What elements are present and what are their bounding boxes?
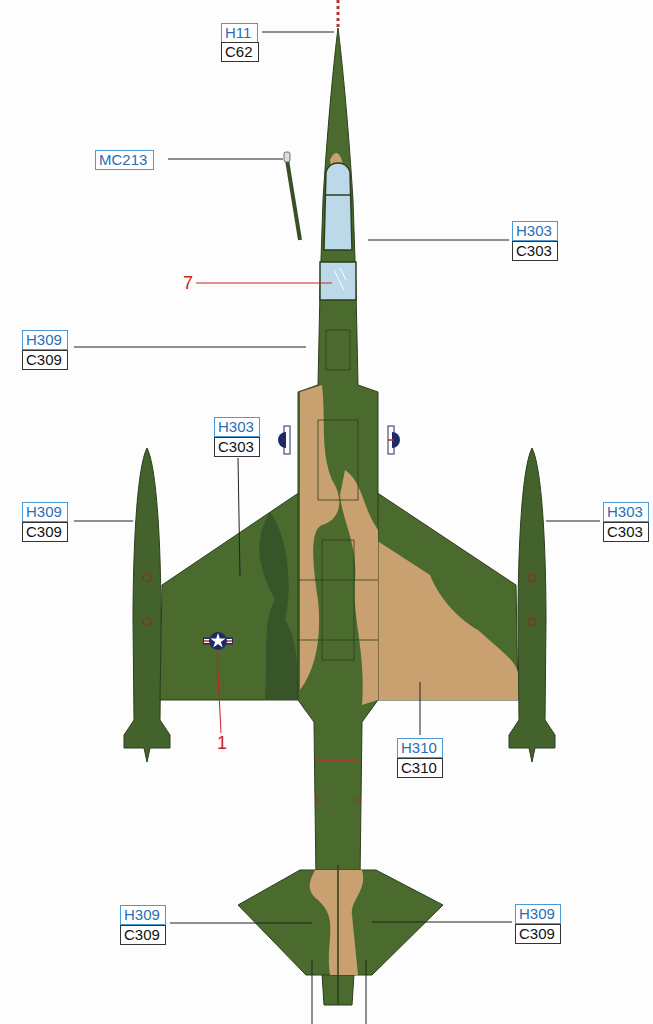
probe bbox=[287, 160, 300, 240]
paint-code: C309 bbox=[121, 926, 165, 944]
paint-code-box: H11 bbox=[221, 23, 258, 43]
callout-number: 1 bbox=[216, 733, 228, 753]
fuselage bbox=[298, 28, 378, 1005]
paint-code-box: C309 bbox=[22, 350, 68, 370]
callout-lines bbox=[196, 283, 332, 733]
paint-code-box: C303 bbox=[603, 522, 649, 542]
paint-code-box: H303 bbox=[512, 221, 558, 241]
paint-code: H309 bbox=[516, 905, 560, 923]
paint-code-box: H309 bbox=[22, 502, 68, 522]
paint-code: C303 bbox=[215, 438, 259, 456]
paint-code-box: H310 bbox=[397, 738, 443, 758]
callout-number: 7 bbox=[182, 273, 194, 293]
panel-lines bbox=[298, 330, 378, 803]
leader-lines bbox=[74, 32, 600, 1024]
paint-code: H303 bbox=[513, 222, 557, 240]
insignia bbox=[203, 426, 400, 650]
paint-code-box: H303 bbox=[603, 502, 649, 522]
paint-code: C309 bbox=[23, 351, 67, 369]
paint-code: C309 bbox=[23, 523, 67, 541]
paint-code: MC213 bbox=[96, 151, 153, 169]
paint-code: H310 bbox=[398, 739, 442, 757]
paint-code-box: C309 bbox=[120, 925, 166, 945]
paint-code-box: C303 bbox=[512, 241, 558, 261]
paint-code-box: H303 bbox=[214, 417, 260, 437]
paint-code: H11 bbox=[222, 24, 257, 42]
paint-code: C303 bbox=[513, 242, 557, 260]
paint-code-box: C62 bbox=[221, 42, 259, 62]
paint-code: H303 bbox=[215, 418, 259, 436]
paint-code: C309 bbox=[516, 925, 560, 943]
paint-code-box: H309 bbox=[120, 905, 166, 925]
paint-code-box: C309 bbox=[22, 522, 68, 542]
paint-code: C310 bbox=[398, 759, 442, 777]
paint-code-box: H309 bbox=[22, 330, 68, 350]
paint-code: H303 bbox=[604, 503, 648, 521]
probe-tip bbox=[284, 152, 290, 162]
paint-code: C62 bbox=[222, 43, 258, 61]
paint-code-box: MC213 bbox=[95, 150, 154, 170]
paint-code: H309 bbox=[121, 906, 165, 924]
camouflage bbox=[238, 153, 443, 1005]
paint-code-box: C303 bbox=[214, 437, 260, 457]
paint-code: C303 bbox=[604, 523, 648, 541]
canopy bbox=[320, 163, 356, 300]
paint-code: H309 bbox=[23, 503, 67, 521]
decal-mark bbox=[334, 268, 346, 290]
paint-code: H309 bbox=[23, 331, 67, 349]
paint-code-box: H309 bbox=[515, 904, 561, 924]
pitot-probe bbox=[337, 0, 340, 28]
paint-code-box: C309 bbox=[515, 924, 561, 944]
paint-code-box: C310 bbox=[397, 758, 443, 778]
